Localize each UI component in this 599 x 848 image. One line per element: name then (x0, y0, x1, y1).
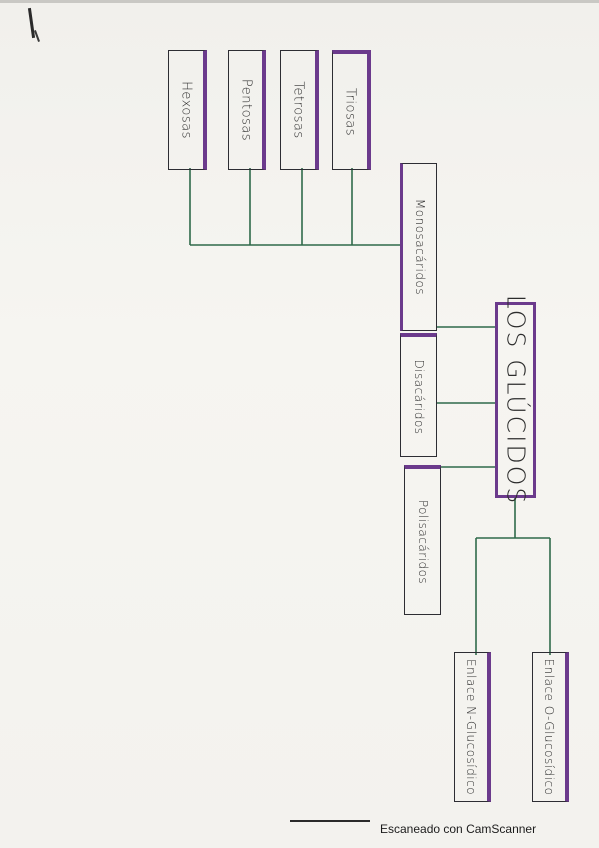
box-o-glucosidico: Enlace O-Glucosídico (532, 652, 569, 802)
box-pentosas: Pentosas (228, 50, 266, 170)
label-tetrosas: Tetrosas (290, 81, 306, 139)
label-n-glucosidico: Enlace N-Glucosídico (464, 658, 478, 796)
label-polisacaridos: Polisacáridos (415, 499, 430, 584)
label-monosacaridos: Monosacáridos (412, 198, 427, 296)
label-pentosas: Pentosas (238, 78, 253, 142)
box-monosacaridos: Monosacáridos (400, 163, 437, 331)
label-hexosas: Hexosas (178, 81, 194, 139)
scanner-watermark: Escaneado con CamScanner (380, 822, 537, 836)
box-n-glucosidico: Enlace N-Glucosídico (454, 652, 491, 802)
box-disacaridos: Disacáridos (400, 333, 437, 457)
label-triosas: Triosas (342, 87, 358, 136)
top-edge (0, 0, 599, 3)
box-root: LOS GLÚCIDOS (495, 295, 536, 505)
label-o-glucosidico: Enlace O-Glucosídico (542, 658, 556, 796)
box-triosas: Triosas (332, 50, 371, 170)
box-hexosas: Hexosas (168, 50, 207, 170)
box-polisacaridos: Polisacáridos (404, 465, 441, 615)
box-tetrosas: Tetrosas (280, 50, 319, 170)
root-title: LOS GLÚCIDOS (501, 294, 530, 506)
footer-rule (290, 820, 370, 822)
label-disacaridos: Disacáridos (411, 358, 426, 435)
